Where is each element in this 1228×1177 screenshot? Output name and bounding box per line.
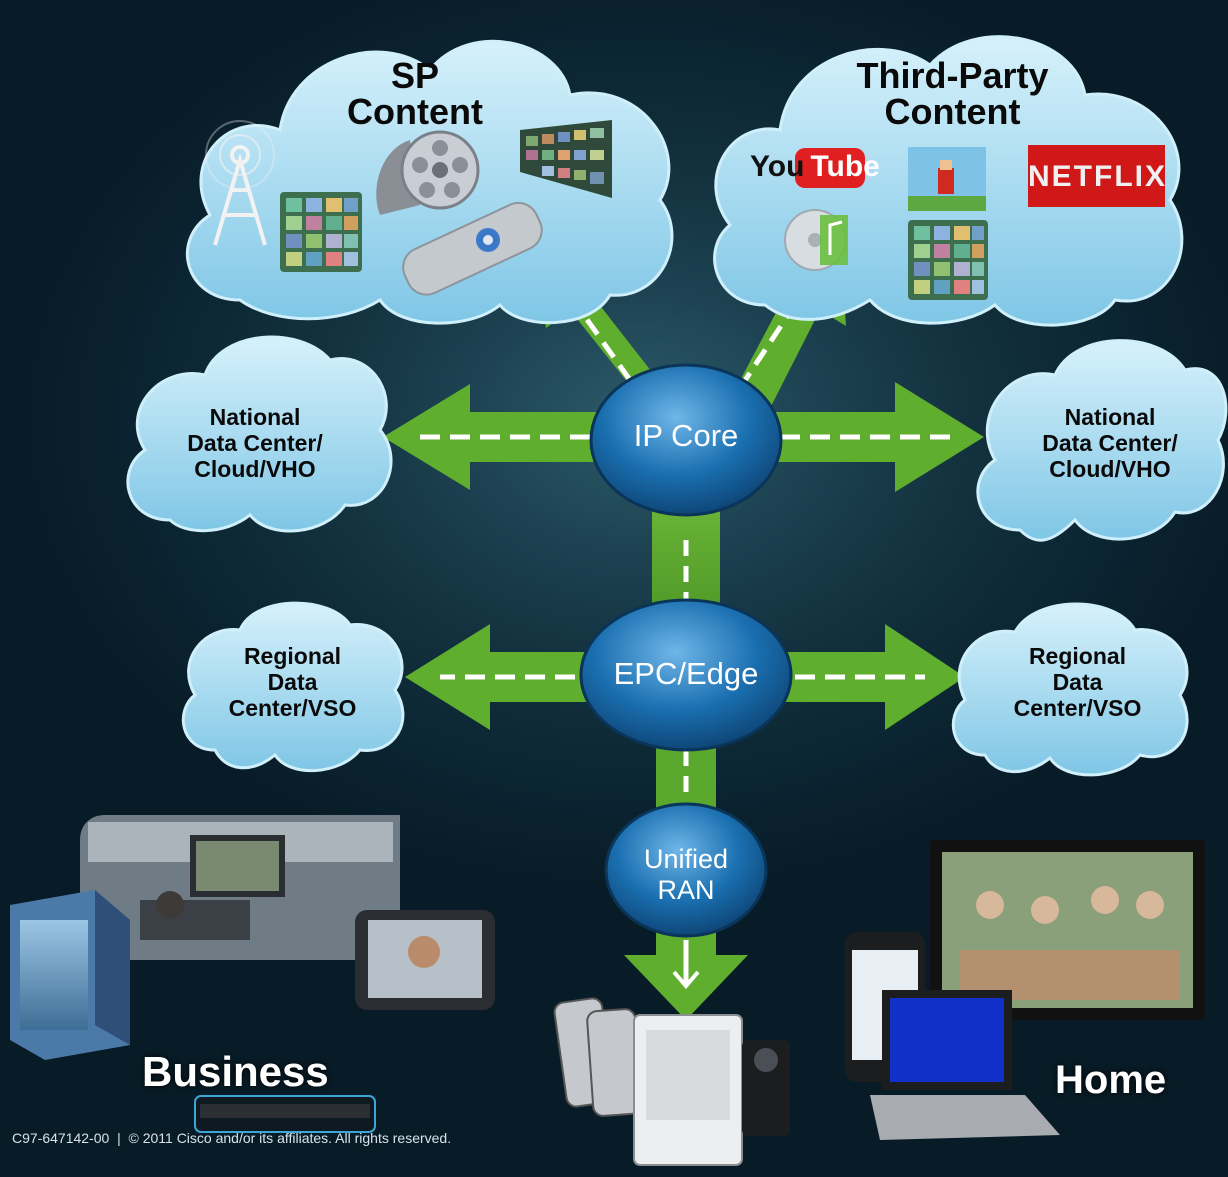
ip-core-label: IP Core <box>633 418 739 453</box>
video-wall-icon <box>520 120 612 198</box>
app-grid-icon <box>280 192 362 272</box>
netflix-logo-text: NETFLIX <box>1028 160 1167 193</box>
youtube-tube-text: Tube <box>810 150 880 183</box>
arrow-to-national-right <box>760 382 984 492</box>
film-reel-icon <box>376 130 480 215</box>
set-top-box-icon <box>194 1095 376 1133</box>
cloud-national-left <box>126 335 393 533</box>
node-epc-edge <box>579 598 793 752</box>
office-building-icon <box>10 890 130 1060</box>
arrow-to-devices <box>624 900 748 1020</box>
home-label: Home <box>1055 1058 1167 1102</box>
youtube-you-text: You <box>750 150 805 183</box>
sp-content-label: SP Content <box>347 55 483 132</box>
game-screenshot-icon <box>908 147 986 211</box>
regional-left-label: Regional Data Center/VSO <box>228 643 357 721</box>
music-disc-icon <box>784 209 848 271</box>
node-ip-core <box>589 363 783 517</box>
cloud-national-right <box>976 339 1228 542</box>
national-right-label: National Data Center/ Cloud/VHO <box>1042 404 1178 482</box>
laptop-icon <box>870 990 1060 1140</box>
cloud-regional-right <box>951 602 1189 777</box>
app-grid-icon-third-party <box>908 220 988 300</box>
arrow-to-regional-right <box>780 624 965 730</box>
arrow-to-national-left <box>383 384 610 490</box>
remote-control-icon <box>402 201 543 296</box>
arrow-to-regional-left <box>405 624 600 730</box>
epc-edge-label: EPC/Edge <box>613 656 759 691</box>
national-left-label: National Data Center/ Cloud/VHO <box>187 404 323 482</box>
third-party-content-label: Third-Party Content <box>856 55 1049 132</box>
netflix-logo <box>1028 145 1165 207</box>
copyright-footer: C97-647142-00 | © 2011 Cisco and/or its … <box>12 1130 452 1146</box>
node-unified-ran <box>604 802 768 938</box>
unified-ran-label: Unified RAN <box>643 844 729 906</box>
regional-right-label: Regional Data Center/VSO <box>1013 643 1142 721</box>
broadcast-tower-icon <box>205 120 275 246</box>
mobile-devices-photo <box>553 997 790 1166</box>
cloud-regional-left <box>181 601 405 773</box>
home-tv-photo <box>930 840 1205 1020</box>
business-office-photo <box>80 815 400 960</box>
video-tablet-icon <box>355 910 495 1010</box>
business-label: Business <box>142 1048 329 1095</box>
youtube-logo <box>795 148 865 188</box>
